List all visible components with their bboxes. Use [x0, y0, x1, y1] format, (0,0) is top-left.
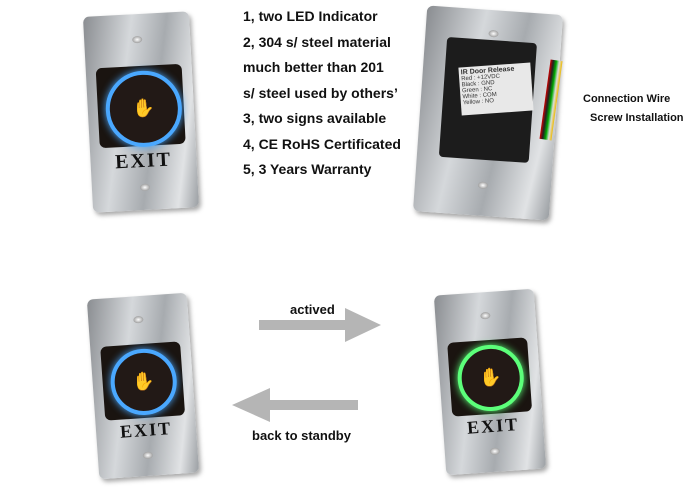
- spec-item: 1, two LED Indicator: [243, 8, 378, 24]
- activated-label: actived: [290, 302, 335, 317]
- spec-item: much better than 201: [243, 59, 384, 75]
- exit-button-front: ✋ EXIT: [82, 11, 200, 213]
- exit-sign: EXIT: [114, 148, 173, 174]
- arrow-left-icon: [232, 388, 358, 422]
- arrow-right-icon: [259, 308, 381, 342]
- exit-sign: EXIT: [466, 414, 520, 438]
- exit-button-active: ✋ EXIT: [433, 288, 547, 476]
- standby-label: back to standby: [252, 428, 351, 443]
- exit-sign: EXIT: [119, 418, 173, 442]
- spec-list: 1, two LED Indicator 2, 304 s/ steel mat…: [243, 4, 401, 183]
- spec-item: 4, CE RoHS Certificated: [243, 135, 401, 152]
- caption-screw: Screw Installation: [590, 112, 684, 124]
- exit-button-standby: ✋ EXIT: [86, 292, 200, 480]
- hand-icon: ✋: [131, 370, 156, 393]
- caption-connection: Connection Wire: [583, 93, 671, 105]
- spec-item: s/ steel used by others’: [243, 84, 398, 101]
- wiring-label: IR Door Release Red : +12VDC Black : GND…: [458, 62, 534, 116]
- hand-icon: ✋: [132, 97, 156, 119]
- spec-item: 5, 3 Years Warranty: [243, 161, 372, 177]
- spec-item: 2, 304 s/ steel material: [243, 33, 391, 50]
- hand-icon: ✋: [478, 366, 503, 389]
- spec-item: 3, two signs available: [243, 110, 387, 126]
